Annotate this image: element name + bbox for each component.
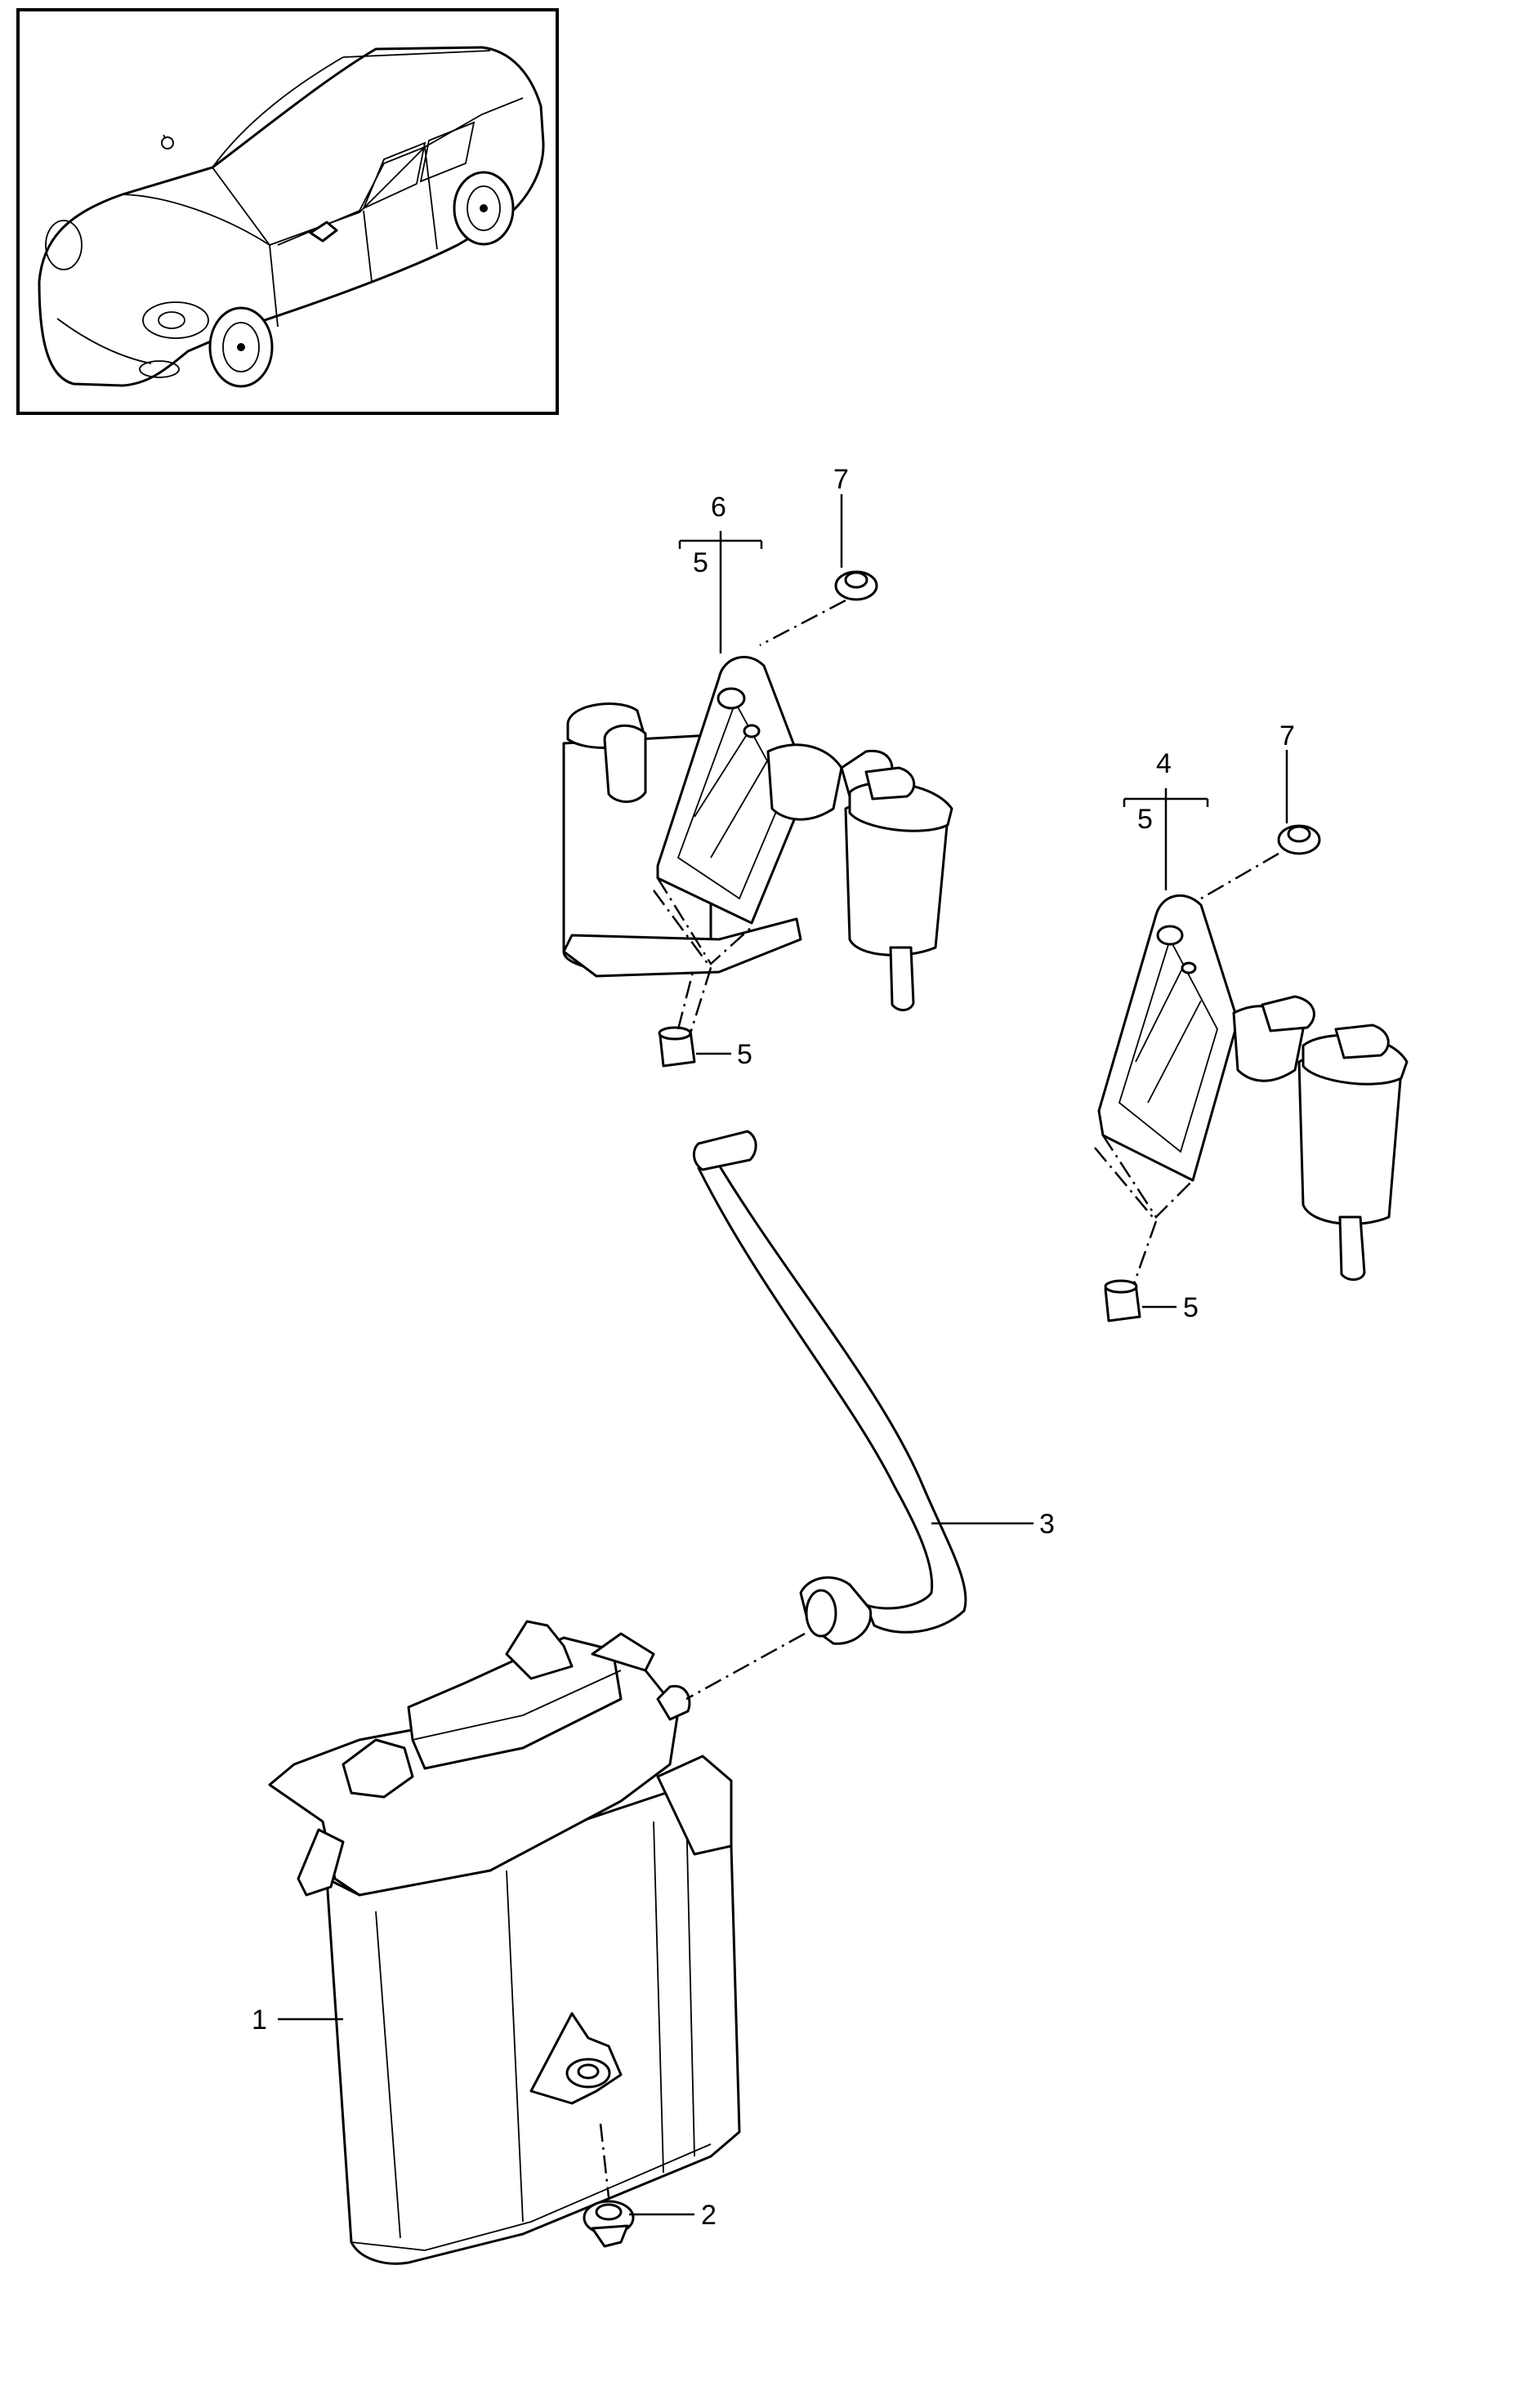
callout-7-upper: 7 xyxy=(833,464,849,495)
callout-4: 4 xyxy=(1156,748,1172,779)
main-canister xyxy=(268,1620,741,2265)
leader-lines xyxy=(278,494,1288,2216)
callout-5-bushing-right: 5 xyxy=(1183,1292,1199,1323)
callout-labels: 6 5 7 5 4 5 7 5 3 1 2 xyxy=(252,464,1295,2231)
canister-assembly-right xyxy=(1094,894,1409,1291)
callout-1: 1 xyxy=(252,2004,267,2036)
callout-5-bushing-upper: 5 xyxy=(737,1039,752,1070)
callout-2: 2 xyxy=(701,2200,717,2231)
callout-5-bracket-right: 5 xyxy=(1137,804,1153,835)
vent-hose xyxy=(685,1130,967,1701)
canister-assembly-upper xyxy=(562,655,953,1034)
callout-3: 3 xyxy=(1039,1509,1055,1540)
bushing-upper xyxy=(658,1026,696,1068)
grommet-bottom xyxy=(583,2200,635,2248)
callout-6: 6 xyxy=(711,492,726,523)
callout-7-right: 7 xyxy=(1279,720,1295,751)
grommet-right xyxy=(1277,824,1321,855)
callout-5-bracket-upper: 5 xyxy=(693,547,708,578)
vehicle-thumbnail xyxy=(16,8,559,415)
bushing-right xyxy=(1104,1279,1141,1322)
grommet-upper xyxy=(834,570,878,601)
car-illustration xyxy=(38,46,545,388)
